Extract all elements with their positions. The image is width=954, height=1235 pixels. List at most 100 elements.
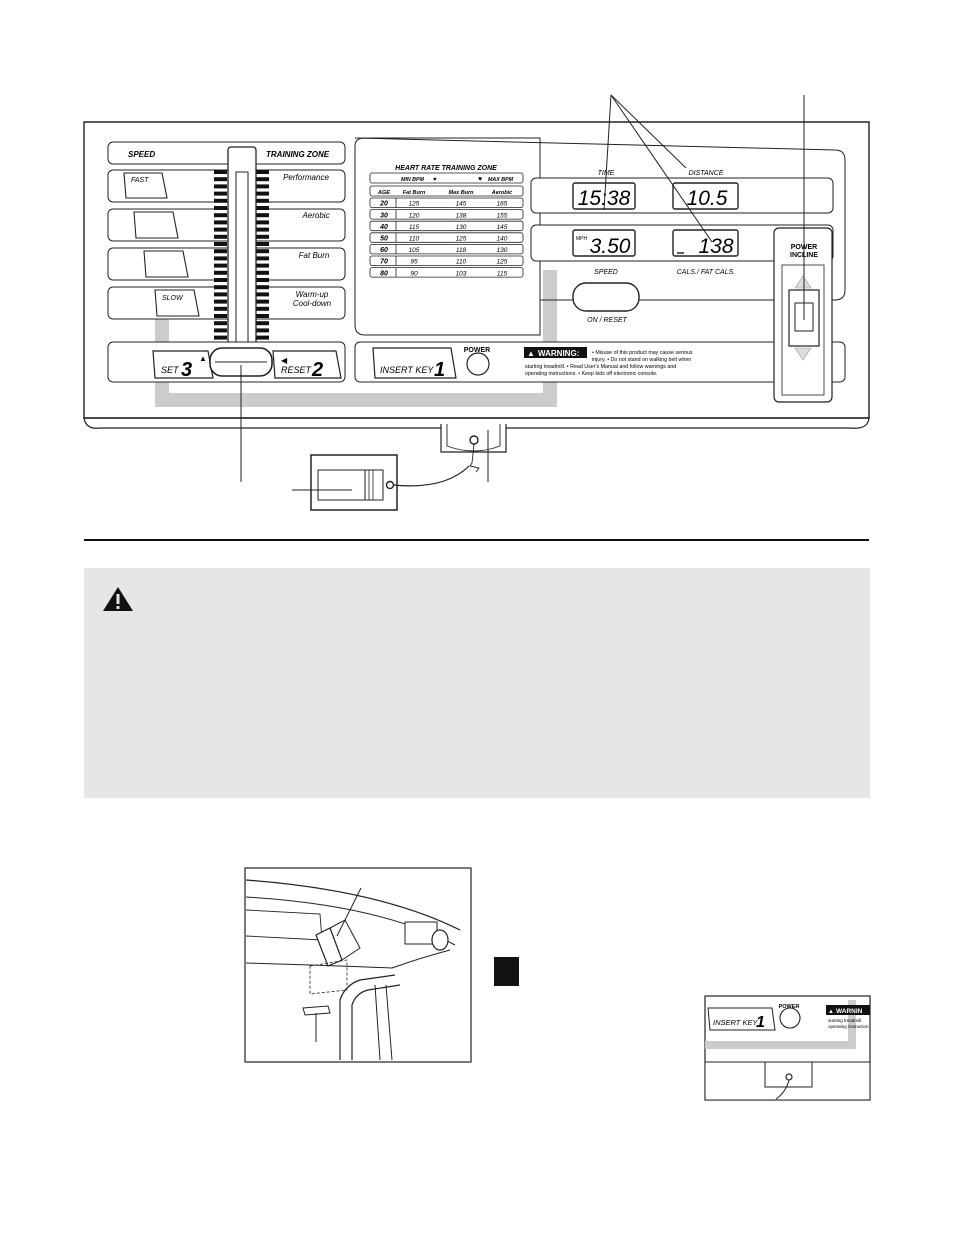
inset-warning-line-2: operating instruction	[828, 1024, 869, 1029]
led-bar	[214, 220, 227, 225]
hr-cell: 145	[497, 224, 508, 231]
led-bar	[214, 335, 227, 340]
speed-display: 3.50	[590, 235, 631, 258]
led-bar	[214, 314, 227, 318]
hr-header-cell: Max Burn	[448, 190, 474, 196]
led-bar	[256, 234, 269, 239]
led-bar	[256, 263, 269, 268]
speed-button-fast[interactable]: FAST	[123, 172, 168, 199]
inset-insert-key-label: INSERT KEY	[713, 1018, 758, 1027]
led-bar	[256, 220, 269, 225]
callout-lines	[240, 94, 805, 491]
hr-row	[369, 197, 524, 208]
key-holder	[440, 424, 507, 473]
hr-cell: 70	[380, 259, 388, 266]
hr-header-cell: Fat Burn	[403, 190, 426, 196]
hr-cell: 95	[410, 259, 418, 266]
led-bar	[256, 242, 269, 246]
warning-line-4: operating instructions. • Keep kids off …	[525, 371, 658, 377]
led-bar	[214, 177, 227, 182]
power-button[interactable]: POWER	[464, 347, 490, 376]
led-bar	[256, 321, 269, 326]
power-incline-switch[interactable]: POWER INCLINE	[773, 227, 833, 403]
heart-rate-title: HEART RATE TRAINING ZONE	[395, 165, 497, 172]
hr-cell: 145	[456, 201, 467, 208]
warning-line-1: • Misuse of this product may cause serio…	[592, 350, 693, 356]
reset-label: RESET	[281, 365, 313, 375]
hr-cell: 115	[409, 224, 420, 231]
zone-performance: Performance	[283, 173, 329, 182]
reset-button[interactable]: ◀ RESET 2	[272, 350, 342, 381]
hr-cell: 140	[497, 236, 508, 243]
warning-line-3: starting treadmill. • Read User's Manual…	[525, 364, 676, 370]
step-marker	[494, 957, 519, 986]
led-bar	[256, 256, 269, 261]
distance-label: DISTANCE	[689, 170, 724, 177]
mph-label: MPH	[576, 236, 588, 242]
set-number: 3	[181, 359, 192, 381]
hr-cell: 125	[497, 259, 508, 266]
led-bar	[214, 234, 227, 239]
led-bar	[214, 299, 227, 304]
heart-icon-max: ♥	[478, 176, 482, 183]
reset-number: 2	[311, 359, 323, 381]
inset-warning-line-1: starting treadmill.	[828, 1018, 862, 1023]
set-button[interactable]: SET 3 ▲	[152, 350, 214, 381]
zone-aerobic: Aerobic	[301, 211, 329, 220]
insert-key-slot[interactable]: INSERT KEY 1	[372, 347, 457, 381]
led-bar	[214, 227, 227, 232]
warning-label: ▲ WARNING: • Misuse of this product may …	[524, 347, 693, 377]
led-bar	[214, 184, 227, 189]
hr-cell: 90	[410, 270, 418, 277]
heart-rate-table: HEART RATE TRAINING ZONE MIN BPM ♥ ♥ MAX…	[369, 165, 524, 278]
up-arrow-icon: ▲	[199, 354, 207, 363]
led-bar	[256, 270, 269, 275]
speed-slider-track	[227, 146, 257, 361]
speed-button-3[interactable]	[143, 250, 189, 278]
speed-header: SPEED	[128, 150, 155, 159]
speed-zone-header: SPEED TRAINING ZONE	[107, 141, 346, 165]
led-bar	[214, 256, 227, 261]
led-bar	[214, 270, 227, 275]
console-underside-illustration	[244, 867, 472, 1063]
hr-row	[369, 209, 524, 220]
hr-header-cell: Aerobic	[491, 190, 512, 196]
hr-row	[369, 220, 524, 232]
led-bar	[256, 206, 269, 210]
hr-cell: 130	[456, 224, 467, 231]
led-bar	[214, 263, 227, 268]
led-bar	[214, 278, 227, 282]
led-bar	[256, 249, 269, 254]
led-bar	[214, 170, 227, 174]
on-reset-label: ON / RESET	[587, 317, 627, 324]
speed-button-slow[interactable]: SLOW	[154, 289, 200, 317]
hr-cell: 165	[497, 201, 508, 208]
max-bpm-label: MAX BPM	[488, 177, 514, 183]
hr-cell: 130	[497, 247, 508, 254]
led-bar	[214, 213, 227, 218]
time-display: 15:38	[578, 187, 631, 210]
led-bar	[214, 191, 227, 196]
hr-cell: 20	[379, 201, 388, 208]
led-bar	[214, 321, 227, 326]
led-bar	[256, 227, 269, 232]
hr-cell: 50	[380, 236, 388, 243]
zone-warm-up: Warm-up	[296, 290, 329, 299]
led-bar	[214, 242, 227, 246]
led-bar	[214, 249, 227, 254]
on-reset-button[interactable]: ON / RESET	[572, 282, 640, 324]
cals-display: 138	[698, 235, 733, 258]
warning-title: WARNING:	[538, 349, 579, 358]
inset-warning-label: WARNIN	[836, 1008, 863, 1015]
inset-console: INSERT KEY 1 POWER ▲ WARNIN starting tre…	[704, 995, 871, 1101]
key-clip	[310, 454, 470, 511]
min-bpm-label: MIN BPM	[401, 177, 425, 183]
speed-button-fast-label: FAST	[131, 177, 149, 184]
led-bar	[256, 335, 269, 340]
hr-cell: 80	[380, 270, 388, 277]
incline-up-arrow-icon	[794, 275, 812, 289]
speed-button-2[interactable]	[133, 211, 179, 239]
led-bar	[256, 177, 269, 182]
hr-cell: 120	[409, 212, 420, 219]
led-bar	[256, 184, 269, 189]
